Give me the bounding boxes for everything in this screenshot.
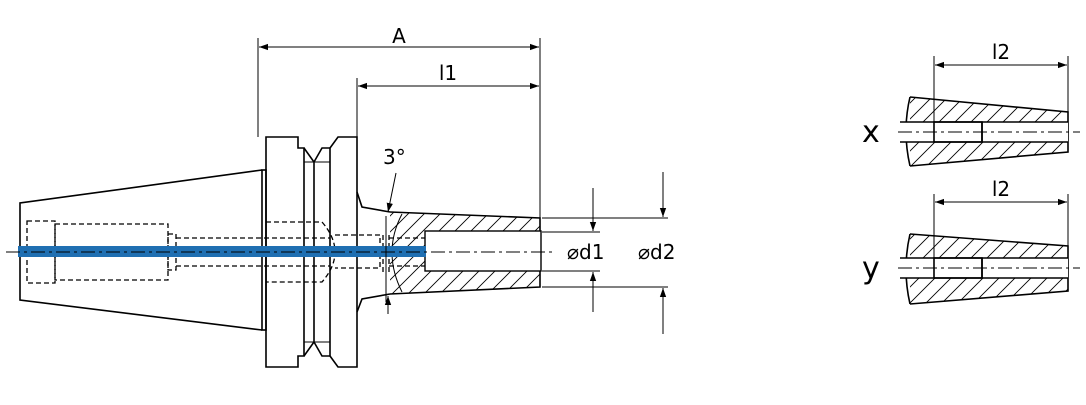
- taper-angle-label: 3°: [383, 145, 406, 169]
- taper-angle-arrow: [386, 172, 397, 213]
- hatch-line: [1081, 228, 1086, 308]
- dim-d1-label: ⌀d1: [567, 240, 604, 264]
- front-bore: [424, 230, 542, 272]
- dimensions: A l1 3° ⌀d1 ⌀d2: [257, 24, 675, 334]
- hatch-line: [390, 212, 418, 294]
- hatch-line: [513, 212, 540, 294]
- dim-l2-y-label: l2: [992, 177, 1010, 201]
- hatch-line: [497, 212, 540, 294]
- hatch-line: [910, 234, 938, 304]
- detail-y-view: l2 y: [862, 177, 1086, 308]
- neck: [356, 191, 391, 313]
- hatch-line: [910, 97, 938, 166]
- variant-y-label: y: [862, 251, 880, 286]
- dim-a-label: A: [392, 24, 406, 48]
- detail-x-view: l2 x: [862, 40, 1080, 167]
- hatch-line: [1066, 97, 1068, 166]
- variant-x-label: x: [862, 115, 880, 150]
- dim-l2-x-label: l2: [992, 40, 1010, 64]
- dim-d2-label: ⌀d2: [638, 240, 675, 264]
- hatch-line: [390, 212, 434, 294]
- coolant-channel: [18, 246, 426, 257]
- dim-l1-label: l1: [439, 61, 457, 85]
- main-holder-view: [6, 136, 552, 368]
